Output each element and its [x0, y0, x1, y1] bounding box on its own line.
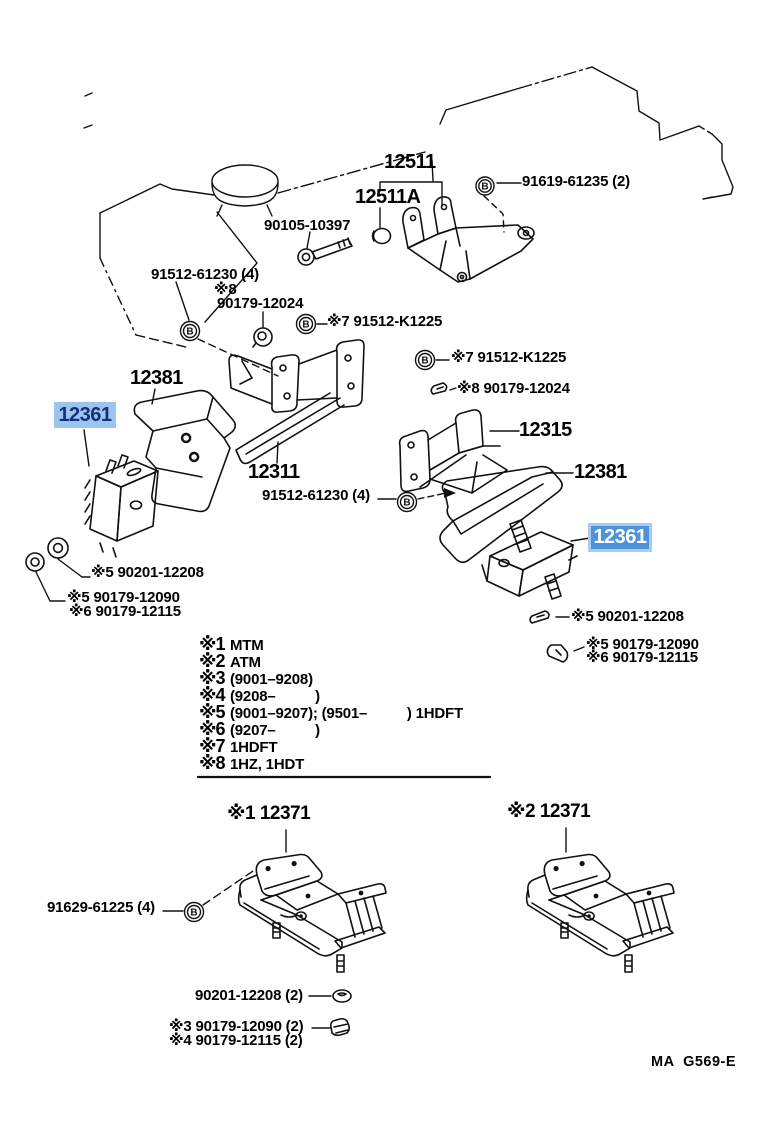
part-label-90179-12090-left: ※5 90179-12090: [67, 589, 180, 606]
legend-marker: ※1: [199, 634, 226, 654]
legend-text: (9001–9208): [230, 671, 313, 688]
section-header-atm-12371: ※2 12371: [507, 801, 591, 822]
mount-12371-right-drawing: [525, 853, 675, 973]
part-label-12381-right: 12381: [574, 461, 627, 483]
part-label-91512-K1225-lower: ※7 91512-K1225: [451, 349, 567, 366]
part-label-90179-12024-top: 90179-12024: [217, 295, 304, 312]
svg-text:B: B: [190, 908, 197, 919]
part-label-90105-10397: 90105-10397: [264, 217, 351, 234]
bolt-symbol-icon: B: [295, 313, 317, 335]
part-label-90179-12024-lower: ※8 90179-12024: [457, 380, 570, 397]
part-label-90201-12208-right: ※5 90201-12208: [571, 608, 684, 625]
legend-marker: ※3: [199, 668, 226, 688]
figure-code: MA G569-E: [651, 1054, 737, 1070]
engine-outline-left-drawing: [83, 92, 426, 349]
legend-marker: ※5: [199, 702, 226, 722]
insulator-12361-right-drawing: [481, 519, 578, 600]
part-label-91619-61235: 91619-61235 (2): [522, 173, 630, 190]
part-label-12311: 12311: [248, 461, 300, 483]
svg-text:B: B: [186, 327, 193, 338]
part-label-12511A: 12511A: [355, 186, 421, 208]
legend-text: 1HZ, 1HDT: [230, 756, 305, 773]
engine-outline-right-drawing: [431, 66, 734, 200]
leader-lines: [35, 181, 591, 1029]
legend-text: (9207– ): [230, 722, 320, 739]
bolt-symbol-icon: B: [414, 349, 436, 371]
legend-marker: ※6: [199, 719, 226, 739]
cover-12381-right-drawing: [439, 465, 563, 564]
bolt-symbol-icon: B: [396, 491, 418, 513]
part-label-12361-left-highlighted[interactable]: 12361: [54, 402, 116, 428]
insulator-12361-left-drawing: [84, 454, 159, 558]
bushing-12511A-drawing: [371, 227, 392, 245]
bracket-12311-drawing: [228, 339, 365, 465]
part-label-12315: 12315: [519, 419, 572, 441]
bolt-symbol-icon: B: [475, 176, 495, 196]
section-header-mtm-12371: ※1 12371: [227, 803, 311, 824]
part-label-90179-12115-left: ※6 90179-12115: [69, 603, 181, 620]
part-label-90201-12208-bottom: 90201-12208 (2): [195, 987, 303, 1004]
svg-text:B: B: [403, 498, 410, 509]
legend-text: (9001–9207); (9501– ) 1HDFT: [230, 705, 463, 722]
washer-icons-left: [25, 537, 69, 572]
legend-text: MTM: [230, 637, 264, 654]
bolt-90105-drawing: [297, 237, 353, 266]
fastener-symbols: B B B B B B: [179, 176, 495, 923]
part-label-12511: 12511: [384, 151, 436, 173]
svg-text:B: B: [481, 182, 488, 193]
legend-marker: ※4: [199, 685, 226, 705]
bolt-symbol-icon: B: [179, 320, 201, 342]
part-label-90179-12090-right: ※5 90179-12090: [586, 636, 699, 653]
legend-text: ATM: [230, 654, 261, 671]
mount-12371-left-drawing: [237, 853, 387, 973]
part-label-90179-12115-right: ※6 90179-12115: [586, 649, 698, 666]
part-label-91512-61230-mid: 91512-61230 (4): [262, 487, 370, 504]
cover-12381-left-drawing: [133, 389, 237, 513]
legend-row: ※6(9207– ): [199, 719, 463, 739]
legend-marker: ※7: [199, 736, 226, 756]
bolt-symbol-icon: B: [183, 901, 205, 923]
legend-row: ※3(9001–9208): [199, 668, 463, 688]
bracket-12315-drawing: [398, 409, 508, 494]
legend-text: 1HDFT: [230, 739, 278, 756]
part-label-91512-61230-top: 91512-61230 (4): [151, 266, 259, 283]
svg-text:B: B: [421, 356, 428, 367]
legend-row: ※4(9208– ): [199, 685, 463, 705]
part-label-90179-12115-bottom: ※4 90179-12115 (2): [169, 1032, 303, 1049]
part-label-91512-K1225-upper: ※7 91512-K1225: [327, 313, 443, 330]
ref-mark-8: ※8: [214, 281, 237, 298]
part-label-90201-12208-left: ※5 90201-12208: [91, 564, 204, 581]
nut-icons: [252, 327, 352, 1037]
bracket-12511-drawing: [402, 196, 535, 283]
legend-marker: ※2: [199, 651, 226, 671]
clip-icons-right: [430, 382, 569, 663]
part-label-12381-left: 12381: [130, 367, 183, 389]
part-label-12361-right-highlighted[interactable]: 12361: [591, 526, 649, 549]
legend-marker: ※8: [199, 753, 226, 773]
legend-text: (9208– ): [230, 688, 320, 705]
part-label-90179-12090-bottom: ※3 90179-12090 (2): [169, 1018, 304, 1035]
part-label-91629-61225: 91629-61225 (4): [47, 899, 155, 916]
svg-text:B: B: [302, 320, 309, 331]
legend-row: ※5(9001–9207); (9501– ) 1HDFT: [199, 702, 463, 722]
